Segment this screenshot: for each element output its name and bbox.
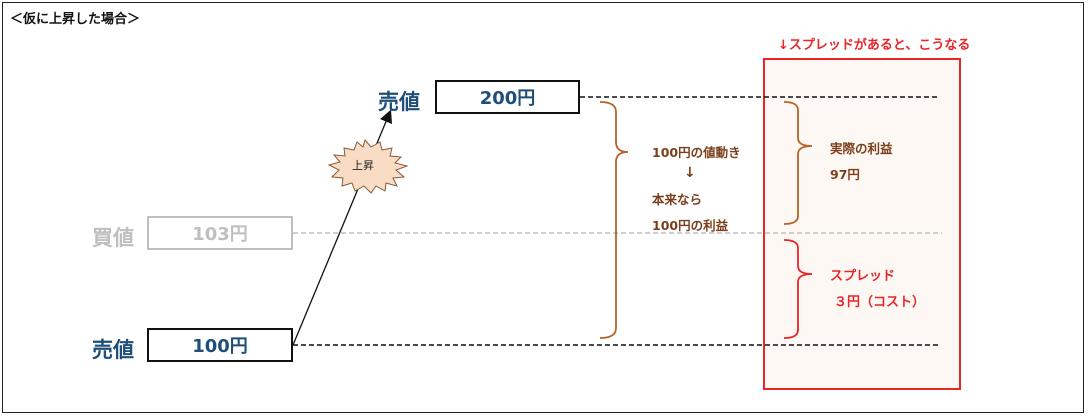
movement-line1: 100円の値動き bbox=[652, 145, 741, 160]
sell-low-label: 売値 bbox=[92, 338, 134, 362]
buy-label: 買値 bbox=[92, 226, 134, 250]
movement-brace bbox=[599, 101, 629, 339]
sell-low-value-box: 100円 bbox=[147, 328, 293, 362]
diagram-header: ＜仮に上昇した場合＞ bbox=[10, 12, 141, 27]
spread-note: ↓スプレッドがあると、こうなる bbox=[778, 38, 971, 53]
sell-high-label: 売値 bbox=[378, 90, 420, 114]
buy-value: 103円 bbox=[192, 224, 248, 245]
actual-profit-value: 97円 bbox=[830, 167, 860, 182]
spread-value: ３円（コスト） bbox=[834, 295, 926, 310]
actual-profit-title: 実際の利益 bbox=[830, 141, 893, 156]
sell-low-value: 100円 bbox=[192, 336, 248, 357]
burst-shape bbox=[327, 138, 409, 194]
movement-line2: 本来なら bbox=[652, 192, 703, 207]
buy-value-box: 103円 bbox=[147, 216, 293, 250]
movement-line3: 100円の利益 bbox=[652, 218, 729, 233]
spread-title: スプレッド bbox=[830, 269, 896, 284]
sell-high-value: 200円 bbox=[479, 88, 536, 109]
movement-arrow: ↓ bbox=[684, 165, 696, 181]
rise-label: 上昇 bbox=[352, 159, 374, 172]
spread-brace bbox=[783, 239, 813, 339]
actual-profit-brace bbox=[783, 101, 813, 225]
sell-high-value-box: 200円 bbox=[435, 80, 580, 114]
